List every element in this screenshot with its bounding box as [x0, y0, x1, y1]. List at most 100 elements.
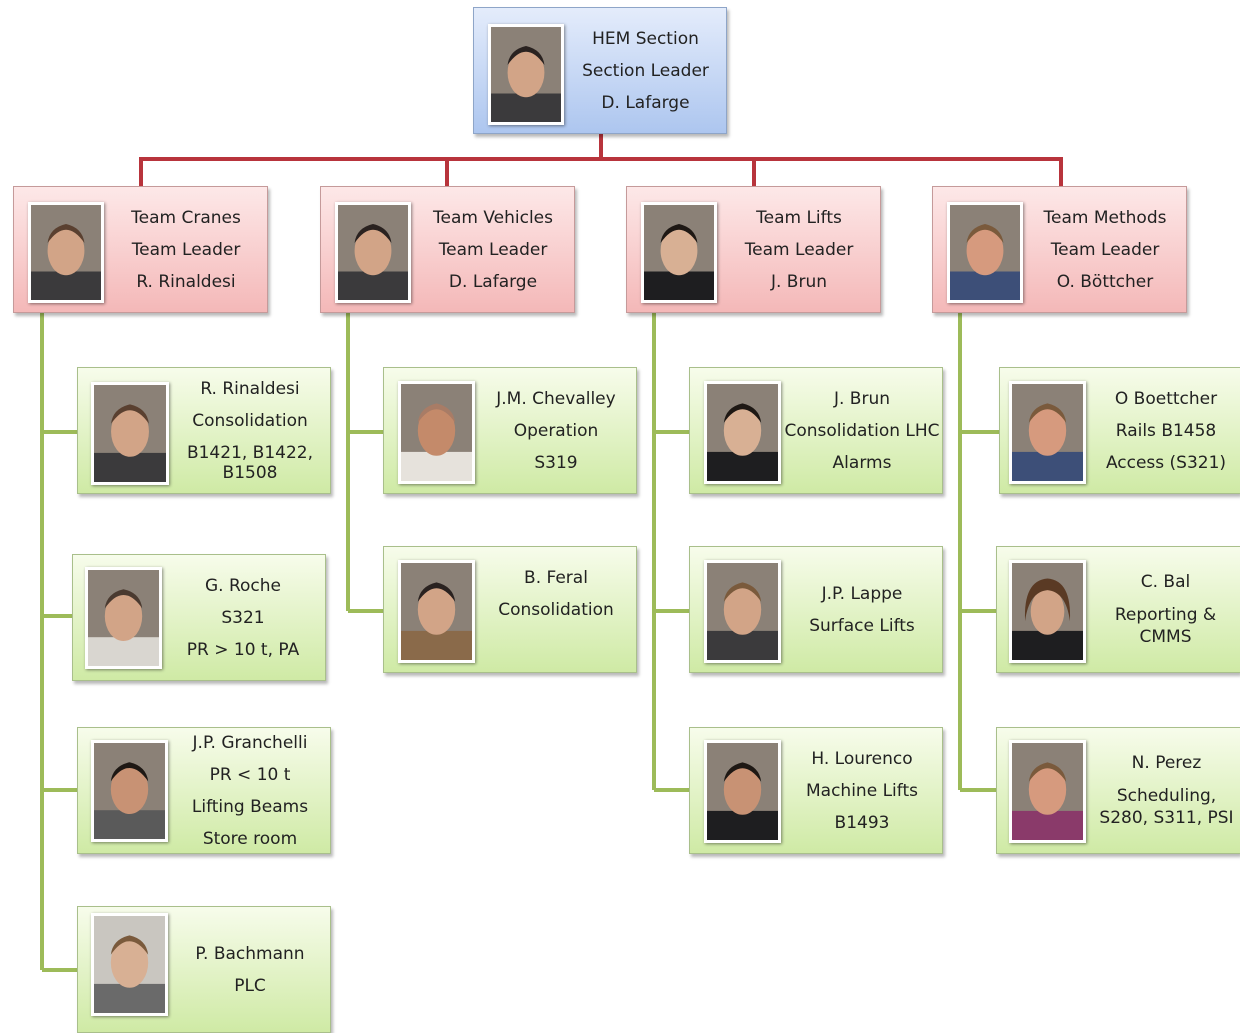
member-photo — [85, 567, 162, 669]
member-text: J.P. Lappe Surface Lifts — [786, 547, 938, 672]
member-duty: Access (S321) — [1105, 452, 1227, 473]
section-head-text: HEM Section Section Leader D. Lafarge — [569, 8, 722, 133]
member-photo — [398, 560, 475, 663]
member-box-lourenco: H. Lourenco Machine Lifts B1493 — [689, 727, 943, 854]
member-duty: Rails B1458 — [1115, 420, 1217, 441]
member-photo — [1009, 560, 1086, 663]
member-box-feral: B. Feral Consolidation — [383, 546, 637, 673]
member-duty: Operation — [513, 420, 599, 441]
section-head-photo — [488, 24, 564, 125]
team-leader-name: J. Brun — [770, 271, 828, 292]
member-name: N. Perez — [1131, 752, 1202, 773]
member-name: C. Bal — [1140, 571, 1191, 592]
member-box-chevalley: J.M. Chevalley Operation S319 — [383, 367, 637, 494]
team-leader-name: R. Rinaldesi — [136, 271, 236, 292]
section-title: HEM Section — [592, 28, 699, 49]
member-duty: Lifting Beams — [191, 796, 309, 817]
member-box-rinaldesi: R. Rinaldesi Consolidation B1421, B1422,… — [77, 367, 331, 494]
member-box-lappe: J.P. Lappe Surface Lifts — [689, 546, 943, 673]
member-duty: Alarms — [832, 452, 892, 473]
section-leader-name: D. Lafarge — [601, 92, 690, 113]
member-duty: S319 — [534, 452, 578, 473]
member-name: P. Bachmann — [195, 943, 305, 964]
team-leader-photo — [335, 202, 411, 303]
team-title: Team Cranes — [131, 207, 241, 228]
member-box-granchelli: J.P. Granchelli PR < 10 t Lifting Beams … — [77, 727, 331, 854]
member-box-boettcher: O Boettcher Rails B1458 Access (S321) — [999, 367, 1240, 494]
member-text: J.M. Chevalley Operation S319 — [480, 368, 632, 493]
team-title: Team Methods — [1043, 207, 1167, 228]
team-leader-photo — [947, 202, 1023, 303]
team-role: Team Leader — [131, 239, 241, 260]
team-leader-text: Team Methods Team Leader O. Böttcher — [1028, 187, 1182, 312]
team-leader-name: D. Lafarge — [448, 271, 538, 292]
member-box-bachmann: P. Bachmann PLC — [77, 906, 331, 1033]
member-text: P. Bachmann PLC — [174, 907, 326, 1032]
member-duty: PR > 10 t, PA — [186, 639, 300, 660]
team-box-methods: Team Methods Team Leader O. Böttcher — [932, 186, 1187, 313]
member-duty: S321 — [221, 607, 265, 628]
member-connectors — [40, 313, 999, 972]
team-leader-text: Team Lifts Team Leader J. Brun — [722, 187, 876, 312]
team-role: Team Leader — [1050, 239, 1160, 260]
member-box-roche: G. Roche S321 PR > 10 t, PA — [72, 554, 326, 681]
member-duty: PR < 10 t — [209, 764, 291, 785]
member-text: G. Roche S321 PR > 10 t, PA — [165, 555, 321, 680]
member-photo — [704, 560, 781, 663]
member-text: H. Lourenco Machine Lifts B1493 — [786, 728, 938, 853]
member-name: H. Lourenco — [811, 748, 913, 769]
member-name: J.P. Granchelli — [192, 732, 308, 753]
member-name: R. Rinaldesi — [200, 378, 300, 399]
member-duty: Consolidation — [498, 599, 614, 620]
member-duty: Reporting & CMMS — [1114, 604, 1217, 647]
member-duty: Machine Lifts — [806, 780, 918, 801]
member-duty: B1421, B1422, B1508 — [186, 442, 314, 483]
member-photo — [704, 740, 781, 843]
member-photo — [398, 381, 475, 484]
team-title: Team Vehicles — [433, 207, 553, 228]
leader-connectors — [139, 134, 1063, 186]
team-leader-text: Team Cranes Team Leader R. Rinaldesi — [109, 187, 263, 312]
member-name: J.P. Lappe — [821, 583, 903, 604]
member-text: O Boettcher Rails B1458 Access (S321) — [1092, 368, 1240, 493]
member-box-bal: C. Bal Reporting & CMMS — [996, 546, 1240, 673]
member-duty: Consolidation — [192, 410, 308, 431]
team-leader-photo — [641, 202, 717, 303]
member-text: N. Perez Scheduling, S280, S311, PSI — [1093, 728, 1240, 853]
member-box-perez: N. Perez Scheduling, S280, S311, PSI — [996, 727, 1240, 854]
section-role: Section Leader — [582, 60, 709, 81]
member-box-brun: J. Brun Consolidation LHC Alarms — [689, 367, 943, 494]
member-duty: Store room — [202, 828, 298, 849]
team-box-vehicles: Team Vehicles Team Leader D. Lafarge — [320, 186, 575, 313]
member-text: C. Bal Reporting & CMMS — [1091, 547, 1240, 672]
member-name: G. Roche — [204, 575, 281, 596]
member-name: B. Feral — [524, 567, 588, 588]
member-photo — [704, 381, 781, 484]
team-leader-name: O. Böttcher — [1056, 271, 1154, 292]
section-head-box: HEM Section Section Leader D. Lafarge — [473, 7, 727, 134]
member-text: J.P. Granchelli PR < 10 t Lifting Beams … — [174, 728, 326, 853]
member-duty: Surface Lifts — [809, 615, 915, 636]
member-duty: PLC — [234, 975, 266, 996]
member-text: R. Rinaldesi Consolidation B1421, B1422,… — [174, 368, 326, 493]
member-duty: B1493 — [834, 812, 890, 833]
member-photo — [1009, 381, 1086, 484]
member-name: J. Brun — [833, 388, 891, 409]
member-photo — [91, 913, 168, 1016]
member-duty: Scheduling, S280, S311, PSI — [1099, 785, 1234, 828]
member-photo — [91, 382, 169, 485]
member-name: J.M. Chevalley — [496, 388, 616, 409]
member-text: J. Brun Consolidation LHC Alarms — [784, 368, 940, 493]
team-role: Team Leader — [744, 239, 854, 260]
connector-line — [139, 157, 1063, 186]
team-leader-text: Team Vehicles Team Leader D. Lafarge — [416, 187, 570, 312]
team-box-cranes: Team Cranes Team Leader R. Rinaldesi — [13, 186, 268, 313]
member-duty: Consolidation LHC — [784, 420, 940, 441]
team-role: Team Leader — [438, 239, 548, 260]
member-text: B. Feral Consolidation — [480, 561, 632, 626]
team-title: Team Lifts — [756, 207, 842, 228]
member-photo — [91, 740, 168, 842]
member-name: O Boettcher — [1114, 388, 1218, 409]
team-leader-photo — [28, 202, 104, 303]
